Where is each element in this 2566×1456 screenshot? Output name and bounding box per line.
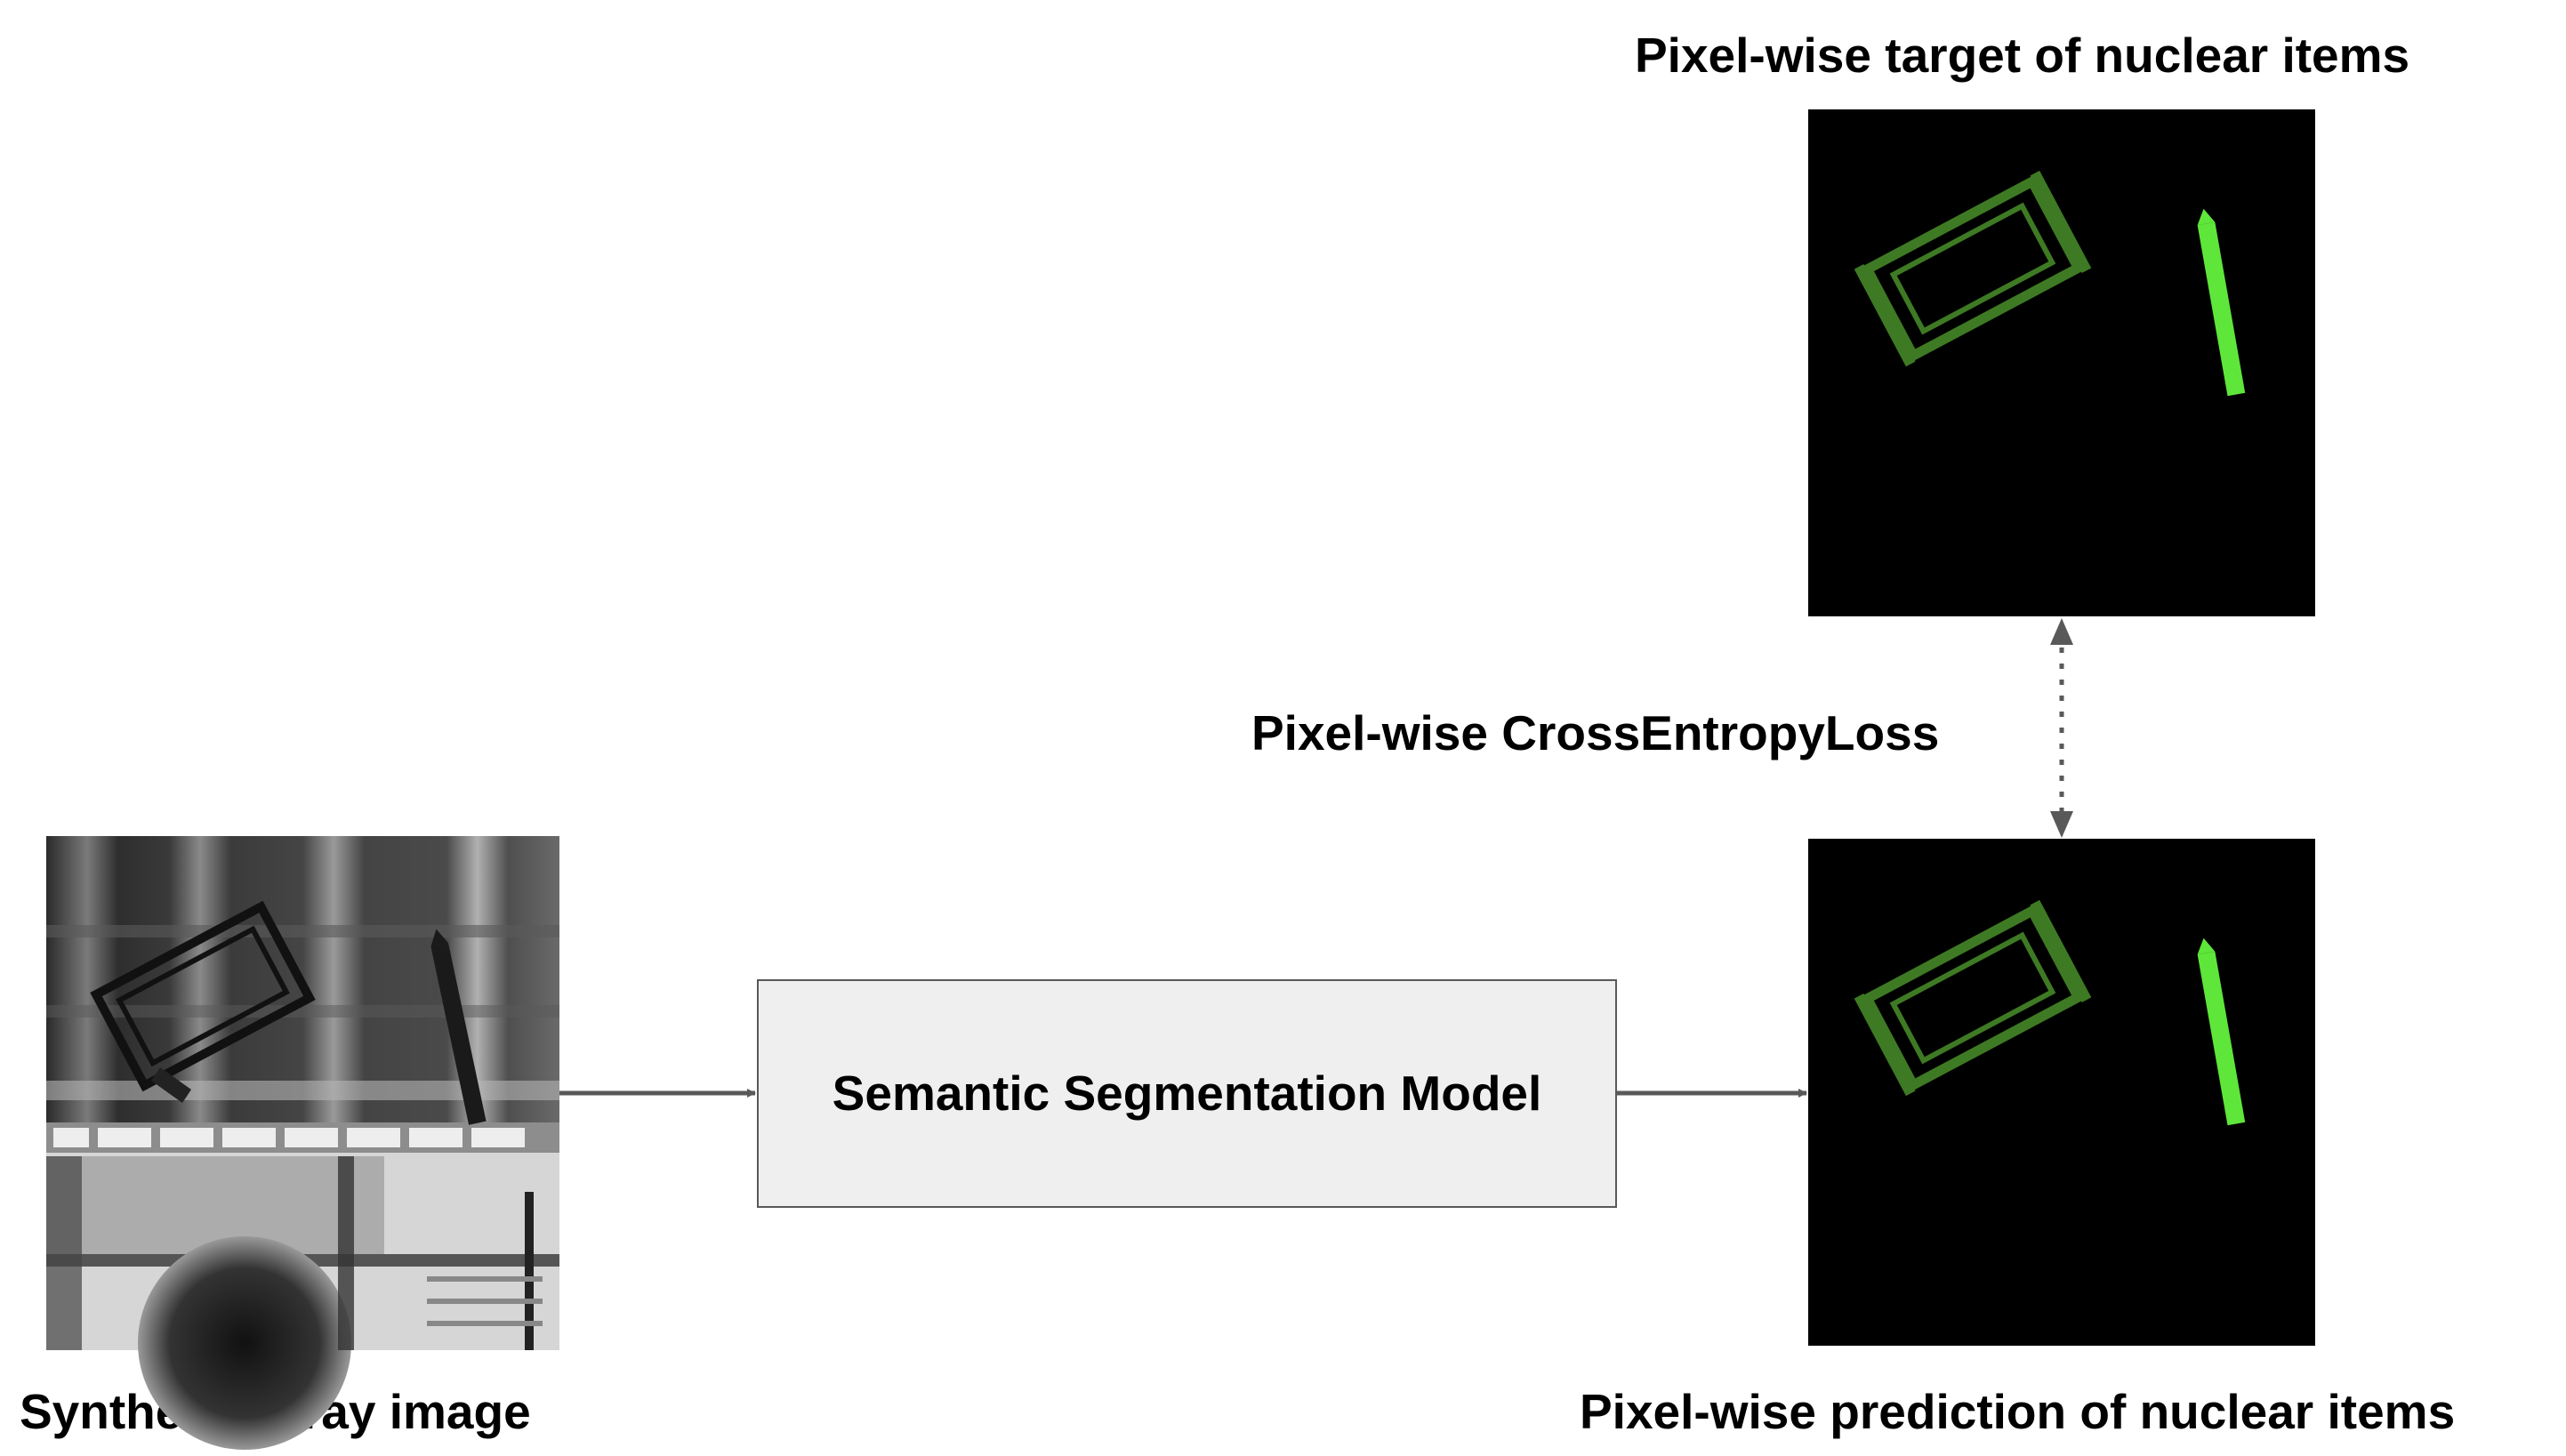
- loss-label: Pixel-wise CrossEntropyLoss: [1251, 705, 1940, 760]
- model-label: Semantic Segmentation Model: [832, 1066, 1542, 1121]
- prediction-rod-object: [2197, 937, 2246, 1126]
- target-mask: [1808, 109, 2315, 616]
- prediction-mask: [1808, 839, 2315, 1346]
- prediction-caption: Pixel-wise prediction of nuclear items: [1580, 1384, 2456, 1439]
- target-frame-object: [1854, 170, 2092, 367]
- prediction-frame-object: [1854, 899, 2092, 1097]
- xray-image: [46, 836, 559, 1450]
- loss-arrowhead-up: [2050, 618, 2073, 645]
- model-box: Semantic Segmentation Model: [757, 979, 1617, 1208]
- target-rod-object: [2197, 208, 2246, 397]
- target-title: Pixel-wise target of nuclear items: [1635, 28, 2410, 83]
- loss-arrowhead-down: [2050, 811, 2073, 838]
